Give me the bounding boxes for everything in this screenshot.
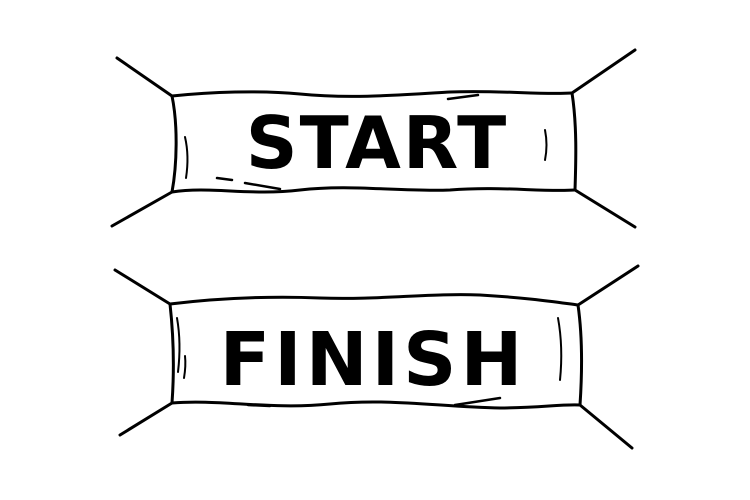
rope-top-right	[570, 48, 637, 95]
start-label: START	[246, 101, 508, 185]
rope-top-left	[113, 268, 172, 306]
rope-bottom-right	[578, 403, 634, 450]
rope-top-right	[576, 264, 640, 307]
rope-top-left	[115, 56, 174, 98]
finish-banner	[113, 264, 640, 450]
start-banner	[110, 48, 637, 229]
rope-bottom-left	[110, 190, 174, 228]
rope-bottom-left	[118, 401, 174, 437]
rope-bottom-right	[573, 188, 637, 229]
finish-label: FINISH	[220, 317, 527, 403]
